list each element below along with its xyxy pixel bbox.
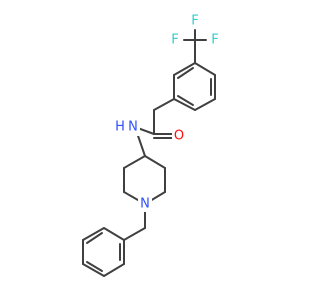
bond-ph-inner-2 (86, 261, 103, 272)
bond-ring1-d (173, 98, 196, 111)
atom-f-right: F (211, 33, 218, 48)
structure-svg: F F F O H N N (82, 13, 222, 277)
bond-ph-b (103, 263, 125, 277)
bond-ring-ch2 (153, 98, 175, 111)
bond-ch2-phenyl (123, 227, 146, 241)
bond-ph-e (82, 227, 105, 241)
bond-pip-f (123, 155, 146, 169)
bond-ring1-f (173, 62, 196, 76)
bond-pip-a (144, 155, 166, 169)
bond-ring1-a (194, 62, 216, 76)
atom-o-carbonyl: O (174, 129, 184, 144)
atom-nh-hydrogen: H (115, 120, 125, 135)
bond-ring1-inner-2 (177, 95, 194, 106)
atom-n-piperidine: N (140, 197, 150, 212)
molecule-diagram: F F F O H N N (82, 13, 222, 277)
atom-labels: F F F O H N N (114, 13, 222, 212)
bond-ph-f (103, 227, 125, 241)
bonds (82, 29, 216, 277)
atom-f-left: F (171, 33, 178, 48)
bond-ph-inner-3 (86, 232, 103, 244)
atom-nh: N (128, 120, 138, 135)
bond-ring1-inner-3 (177, 67, 194, 79)
bond-ph-c (82, 263, 105, 277)
bond-ring1-c (194, 98, 216, 111)
atom-f-top: F (191, 14, 198, 29)
